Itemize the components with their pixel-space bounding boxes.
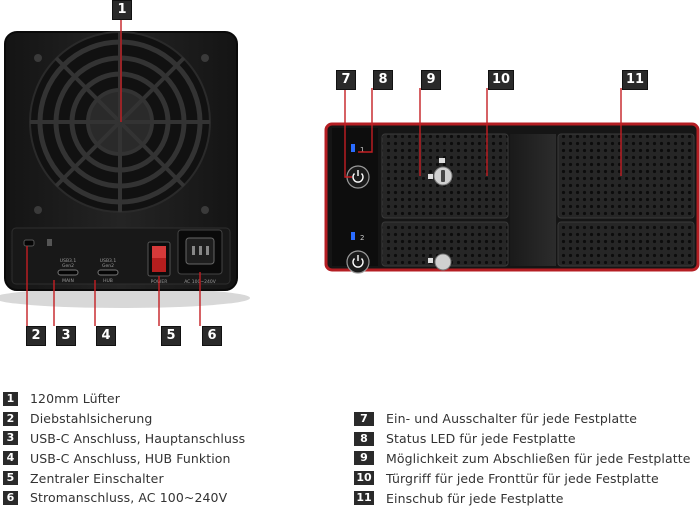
power-icon [352,173,364,183]
door-handle-recess [510,134,556,266]
legend-number: 7 [354,411,374,426]
enclosure-back-view: USB3.1 Gen2 MAIN USB3.1 Gen2 HUB POWER [0,31,250,308]
callout-badge-11: 11 [622,70,648,90]
ac-power-inlet: AC 100~240V [177,229,223,285]
callout-line-7 [344,88,352,178]
screw [201,54,209,62]
screw [34,54,42,62]
bay1-index: 1 [360,146,364,154]
callout-badge-10: 10 [488,70,514,90]
legend-text: Diebstahlsicherung [30,411,153,427]
legend-item: 5 Zentraler Einschalter [3,468,245,488]
callout-line-8 [358,88,373,153]
bay2-index: 2 [360,234,364,242]
usb-hub-gen-label: Gen2 [102,263,114,269]
legend-item: 11 Einschub für jede Festplatte [354,488,691,508]
usb-main-label: USB3.1 [60,258,77,264]
drive-bay-2 [557,221,695,267]
legend-number: 5 [3,471,18,486]
callout-badge-6: 6 [202,326,222,346]
legend-text: USB-C Anschluss, HUB Funktion [30,450,231,466]
legend-number: 4 [3,451,18,466]
usb-c-hub-socket [97,269,119,276]
legend-item: 4 USB-C Anschluss, HUB Funktion [3,448,245,468]
legend-number: 10 [354,471,374,486]
legend-text: Stromanschluss, AC 100~240V [30,490,228,506]
legend-number: 6 [3,490,18,505]
usb-c-main-socket [57,269,79,276]
legend-number: 2 [3,411,18,426]
callout-badge-3: 3 [56,326,76,346]
usb-c-main-port: USB3.1 Gen2 MAIN [57,258,79,284]
status-led-bay2 [351,232,355,240]
legend-text: Möglichkeit zum Abschließen für jede Fes… [386,450,691,466]
callout-badge-5: 5 [161,326,181,346]
legend-item: 6 Stromanschluss, AC 100~240V [3,488,245,508]
legend-number: 8 [354,431,374,446]
legend-text: 120mm Lüfter [30,391,120,407]
legend-number: 3 [3,431,18,446]
fan-120mm [29,31,211,213]
legend-text: Zentraler Einschalter [30,470,164,486]
callout-badge-1: 1 [112,0,132,20]
legend-text: USB-C Anschluss, Hauptanschluss [30,430,246,446]
legend-text: Türgriff für jede Fronttür für jede Fest… [386,470,659,486]
legend-item: 9 Möglichkeit zum Abschließen für jede Fe… [354,449,691,469]
lock-icon [428,258,433,263]
legend-right: 7 Ein- und Ausschalter für jede Festplatt… [354,409,691,508]
legend-item: 8 Status LED für jede Festplatte [354,429,691,449]
legend-item: 1 120mm Lüfter [3,389,245,409]
legend-item: 10 Türgriff für jede Fronttür für jede Fe… [354,468,691,488]
callout-badge-8: 8 [373,70,393,90]
legend-number: 11 [354,491,374,506]
status-led-bay1 [351,144,355,152]
enclosure-front-view: 1 2 [324,122,700,274]
callout-lines [26,18,622,326]
unlock-icon [439,158,445,163]
usb-main-gen-label: Gen2 [62,263,74,269]
callout-badge-4: 4 [96,326,116,346]
usb-hub-port-label: HUB [103,278,113,284]
device-illustration: USB3.1 Gen2 MAIN USB3.1 Gen2 HUB POWER [0,18,700,326]
legend-text: Ein- und Ausschalter für jede Festplatte [386,411,638,427]
kensington-lock-slot [23,239,35,247]
usb-hub-label: USB3.1 [100,258,117,264]
power-icon [352,258,364,268]
lock-icon [47,239,52,246]
legend-number: 9 [354,451,374,466]
callout-badge-7: 7 [336,70,356,90]
callout-badge-2: 2 [26,326,46,346]
usb-main-port-label: MAIN [62,278,74,284]
lock-icon [428,174,433,179]
screw [34,206,42,214]
power-button-bay2 [346,250,370,274]
callout-badge-9: 9 [421,70,441,90]
drive-bay-1 [557,133,695,219]
bay-lock-2 [434,253,452,271]
usb-c-hub-port: USB3.1 Gen2 HUB [97,258,119,284]
enclosure-shadow [0,288,250,308]
legend-number: 1 [3,391,18,406]
legend-item: 3 USB-C Anschluss, Hauptanschluss [3,429,245,449]
power-switch: POWER [147,241,171,285]
legend-text: Status LED für jede Festplatte [386,431,576,447]
legend-text: Einschub für jede Festplatte [386,490,564,506]
legend-item: 7 Ein- und Ausschalter für jede Festplatt… [354,409,691,429]
legend-item: 2 Diebstahlsicherung [3,409,245,429]
screw [201,206,209,214]
